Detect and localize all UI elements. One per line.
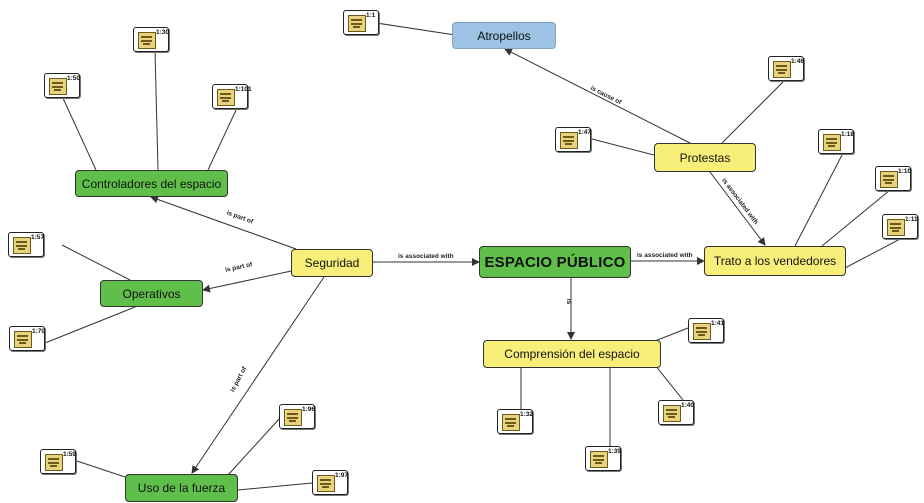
quotation-id: 1:57: [31, 234, 45, 241]
quotation-id: 1:40: [681, 402, 695, 409]
quotation-box[interactable]: 1:18: [818, 129, 854, 154]
quotation-id: 1:39: [608, 448, 622, 455]
document-icon: [217, 89, 235, 106]
node-seguridad[interactable]: Seguridad: [291, 249, 373, 277]
qlink-1-11: [844, 237, 903, 269]
qlink-1-47: [591, 138, 655, 156]
quotation-box[interactable]: 1:32: [497, 409, 533, 434]
quotation-box[interactable]: 1:11: [882, 214, 918, 239]
quotation-id: 1:47: [578, 129, 592, 136]
qlink-1-70: [44, 304, 141, 344]
document-icon: [317, 475, 335, 492]
quotation-box[interactable]: 1:39: [585, 446, 621, 471]
quotation-id: 1:46: [791, 58, 805, 65]
qlink-1-97: [237, 482, 313, 491]
qlink-1-50: [61, 95, 97, 171]
quotation-box[interactable]: 1:101: [212, 84, 252, 109]
quotation-id: 1:101: [235, 86, 252, 93]
node-protestas[interactable]: Protestas: [654, 143, 756, 172]
qlink-1-46: [721, 77, 788, 144]
qlink-1-40: [654, 364, 684, 401]
document-icon: [138, 32, 156, 49]
document-icon: [590, 451, 608, 468]
quotation-box[interactable]: 1:96: [279, 404, 315, 429]
qlink-1-1: [369, 21, 456, 36]
qlink-1-30: [154, 49, 159, 171]
qlink-1-96: [227, 417, 281, 476]
node-comprension-del-espacio[interactable]: Comprensión del espacio: [483, 340, 661, 368]
document-icon: [502, 414, 520, 431]
document-icon: [49, 78, 67, 95]
quotation-box[interactable]: 1:41: [688, 318, 724, 343]
qlink-1-57: [61, 244, 131, 281]
document-icon: [880, 171, 898, 188]
relation-label: is associated with: [637, 252, 693, 259]
node-atropellos[interactable]: Atropellos: [452, 22, 556, 49]
link-protestas-trato: [702, 164, 766, 246]
quotation-box[interactable]: 1:57: [8, 232, 44, 257]
quotation-box[interactable]: 1:97: [312, 470, 348, 495]
quotation-id: 1:50: [67, 75, 81, 82]
quotation-box[interactable]: 1:10: [875, 166, 911, 191]
quotation-id: 1:59: [63, 451, 77, 458]
document-icon: [14, 331, 32, 348]
document-icon: [693, 323, 711, 340]
document-icon: [284, 409, 302, 426]
document-icon: [823, 134, 841, 151]
quotation-box[interactable]: 1:70: [9, 326, 45, 351]
relation-label: is associated with: [398, 253, 454, 260]
qlink-1-10: [821, 189, 891, 247]
link-seguridad-uso: [191, 276, 325, 474]
link-seguridad-operativos: [202, 269, 297, 293]
relation-label: is: [565, 298, 573, 305]
qlink-1-59: [76, 460, 126, 478]
document-icon: [773, 61, 791, 78]
quotation-id: 1:96: [302, 406, 316, 413]
quotation-box[interactable]: 1:40: [658, 400, 694, 425]
document-icon: [560, 132, 578, 149]
quotation-box[interactable]: 1:47: [555, 127, 591, 152]
quotation-id: 1:10: [898, 168, 912, 175]
quotation-box[interactable]: 1:50: [44, 73, 80, 98]
node-uso-de-la-fuerza[interactable]: Uso de la fuerza: [125, 474, 238, 502]
quotation-box[interactable]: 1:59: [40, 449, 76, 474]
document-icon: [887, 219, 905, 236]
node-trato-a-los-vendedores[interactable]: Trato a los vendedores: [704, 246, 846, 276]
link-seguridad-controladores: [150, 195, 297, 250]
quotation-box[interactable]: 1:30: [133, 27, 169, 52]
quotation-id: 1:18: [841, 131, 855, 138]
node-espacio-publico[interactable]: ESPACIO PÚBLICO: [479, 246, 631, 278]
document-icon: [348, 15, 366, 32]
qlink-1-101: [207, 107, 238, 171]
quotation-id: 1:30: [156, 29, 170, 36]
quotation-box[interactable]: 1:46: [768, 56, 804, 81]
quotation-id: 1:32: [520, 411, 534, 418]
document-icon: [663, 405, 681, 422]
quotation-id: 1:11: [905, 216, 918, 223]
quotation-box[interactable]: 1:1: [343, 10, 379, 35]
document-icon: [13, 237, 31, 254]
document-icon: [45, 454, 63, 471]
quotation-id: 1:1: [366, 12, 376, 19]
node-controladores-del-espacio[interactable]: Controladores del espacio: [75, 170, 228, 197]
link-protestas-atropellos: [504, 48, 691, 144]
qlink-1-18: [794, 152, 844, 247]
quotation-id: 1:70: [32, 328, 46, 335]
quotation-id: 1:41: [711, 320, 725, 327]
node-operativos[interactable]: Operativos: [100, 280, 203, 307]
quotation-id: 1:97: [335, 472, 349, 479]
